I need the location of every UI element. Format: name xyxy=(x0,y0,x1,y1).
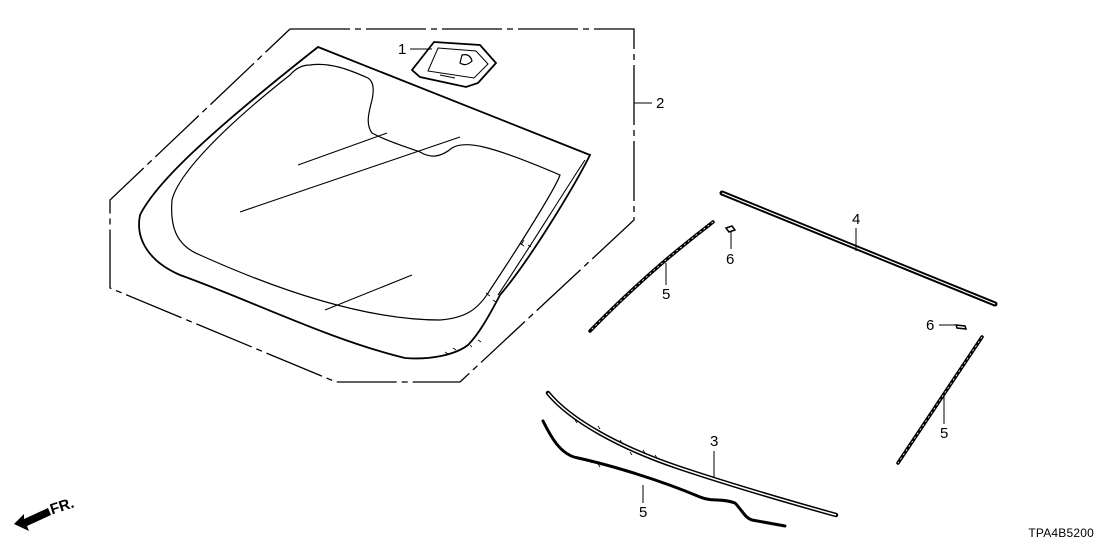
callout-5-left: 5 xyxy=(662,286,671,303)
side-dam-rubber-right xyxy=(896,335,984,465)
callout-1: 1 xyxy=(398,41,407,58)
clip-upper xyxy=(724,225,737,249)
callout-6-upper: 6 xyxy=(726,251,735,268)
callout-6-right: 6 xyxy=(926,317,935,334)
front-direction-indicator: FR. xyxy=(14,494,88,534)
lower-molding xyxy=(545,390,839,518)
callout-5-lower: 5 xyxy=(639,504,648,521)
callout-4: 4 xyxy=(852,211,861,228)
windshield-glass xyxy=(138,45,592,360)
callout-5-right: 5 xyxy=(940,425,949,442)
sensor-bracket xyxy=(410,41,498,88)
lower-dam-rubber xyxy=(541,419,787,528)
clip-right xyxy=(939,324,968,330)
side-dam-rubber-left xyxy=(588,220,715,333)
callout-2: 2 xyxy=(656,95,665,112)
callout-3: 3 xyxy=(710,433,719,450)
diagram-code: TPA4B5200 xyxy=(1028,526,1094,540)
upper-molding xyxy=(719,190,998,307)
front-arrow-icon xyxy=(14,508,51,531)
